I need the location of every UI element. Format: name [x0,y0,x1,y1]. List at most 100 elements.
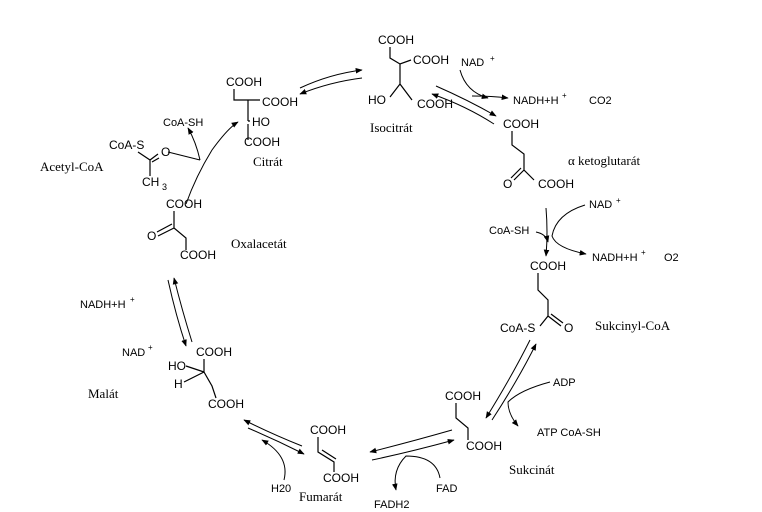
citrate-ho: HO [252,115,270,129]
succinyl-coa-molecule: COOH CoA-S O Sukcinyl-CoA [500,259,671,335]
cofactor-nadh-malate-plus: + [130,295,135,304]
isocitrate-label: Isocitrát [370,120,413,135]
arrow-succinate-to-succinylcoa [491,343,537,421]
arrow-nad-consumed-isocitrate [459,69,489,100]
arrow-succinate-to-fumarate [369,429,453,454]
succinate-molecule: COOH COOH Sukcinát [445,389,555,477]
malate-ho: HO [168,359,186,373]
arrow-fad-to-fadh2 [392,455,441,491]
isocitrate-cooh-top: COOH [378,33,414,47]
fumarate-molecule: COOH COOH Fumarát [299,423,359,504]
isocitrate-molecule: COOH COOH HO COOH Isocitrát [368,33,453,135]
malate-cooh-bottom: COOH [208,397,244,411]
malate-bonds [183,359,217,399]
arrow-isocitrate-to-citrate [299,77,363,95]
citrate-molecule: COOH COOH HO COOH Citrát [226,75,298,169]
acetyl-coa-molecule: CoA-S O CH 3 Acetyl-CoA [40,138,170,192]
arrow-adp-to-atp [507,381,551,427]
fumarate-cooh-bottom: COOH [323,471,359,485]
malate-cooh-top: COOH [196,345,232,359]
akg-label: α ketoglutarát [568,153,641,168]
fumarate-bonds [317,437,337,472]
cofactor-h2o: H20 [271,483,291,495]
cofactor-o2-akg: O2 [664,252,679,264]
arrow-citrate-to-isocitrate [299,68,363,89]
citrate-bonds [233,89,260,140]
oxaloacetate-cooh-top: COOH [166,197,202,211]
oxaloacetate-label: Oxalacetát [231,236,287,251]
acetylcoa-coa-s: CoA-S [109,138,144,152]
citrate-label: Citrát [253,154,283,169]
fumarate-cooh-top: COOH [310,423,346,437]
cofactor-nad-akg: NAD [589,199,612,211]
succinate-cooh-bottom: COOH [466,439,502,453]
acetylcoa-o: O [161,145,170,159]
cofactor-nad-akg-plus: + [616,196,621,205]
succinylcoa-bonds [537,273,564,327]
cofactor-nadh-akg: NADH+H [592,252,638,264]
cofactor-nad-isocitrate: NAD [461,57,484,69]
cofactor-coa-sh-akg: CoA-SH [489,225,529,237]
fumarate-label: Fumarát [299,489,343,504]
cofactor-adp: ADP [553,377,576,389]
oxaloacetate-bonds [156,211,187,250]
arrow-nadh-released-isocitrate [471,94,509,100]
acetylcoa-bonds [137,151,160,176]
cofactor-nadh-malate: NADH+H [80,299,126,311]
akg-o: O [503,177,512,191]
arrow-oxaloacetate-to-malate [167,279,187,347]
malate-label: Malát [88,386,119,401]
arrow-malate-to-oxaloacetate [172,277,193,343]
oxaloacetate-molecule: COOH O COOH Oxalacetát [147,197,287,262]
cofactor-co2-isocitrate: CO2 [589,95,612,107]
akg-bonds [510,131,535,181]
arrow-malate-to-fumarate [247,427,305,455]
citrate-cooh-bottom: COOH [244,135,280,149]
succinate-cooh-top: COOH [445,389,481,403]
succinylcoa-label: Sukcinyl-CoA [595,318,671,333]
akg-cooh-bottom: COOH [538,177,574,191]
arrow-coa-sh-released [187,127,201,161]
acetylcoa-ch-subscript: 3 [162,182,167,192]
succinate-bonds [455,403,469,440]
cofactor-nadh-isocitrate-plus: + [562,91,567,100]
arrow-acetylcoa-joins [167,151,201,161]
malate-molecule: COOH HO H COOH Malát [88,345,244,411]
isocitrate-cooh-bottom: COOH [417,97,453,111]
arrow-succinylcoa-to-succinate [485,339,531,419]
malate-h: H [174,377,183,391]
cofactor-nadh-akg-plus: + [641,248,646,257]
oxaloacetate-cooh-bottom: COOH [180,248,216,262]
citrate-cooh-right: COOH [262,95,298,109]
arrow-fumarate-to-malate [243,419,303,447]
arrow-nad-to-nadh-akg [551,204,587,256]
cofactor-nadh-isocitrate: NADH+H [513,95,559,107]
acetylcoa-label: Acetyl-CoA [40,159,104,174]
isocitrate-ho: HO [368,93,386,107]
arrow-h2o-consumed [261,439,286,481]
succinylcoa-coa-s: CoA-S [500,321,535,335]
cofactor-fad: FAD [436,483,457,495]
succinylcoa-cooh: COOH [530,259,566,273]
arrow-akg-to-succinylcoa [543,207,550,257]
arrow-isocitrate-to-akg [435,85,497,117]
acetylcoa-ch: CH [142,175,159,189]
cofactor-labels: CoA-SH NAD + NADH+H + CO2 NAD + CoA-SH N… [80,54,679,511]
cofactor-nad-isocitrate-plus: + [490,54,495,63]
cofactor-fadh2: FADH2 [374,499,409,511]
succinylcoa-o: O [564,321,573,335]
arrow-oxaloacetate-to-citrate [185,121,239,205]
arrow-akg-to-isocitrate [431,93,495,125]
alpha-ketoglutarate-molecule: COOH O COOH α ketoglutarát [503,117,641,191]
cofactor-nad-malate: NAD [122,347,145,359]
arrow-fumarate-to-succinate [371,438,455,461]
oxaloacetate-o: O [147,229,156,243]
isocitrate-cooh-mid: COOH [413,53,449,67]
reaction-arrows [167,68,587,491]
succinate-label: Sukcinát [509,462,555,477]
cofactor-atp-coa-sh: ATP CoA-SH [537,427,601,439]
citrate-cooh-top: COOH [226,75,262,89]
akg-cooh-top: COOH [503,117,539,131]
